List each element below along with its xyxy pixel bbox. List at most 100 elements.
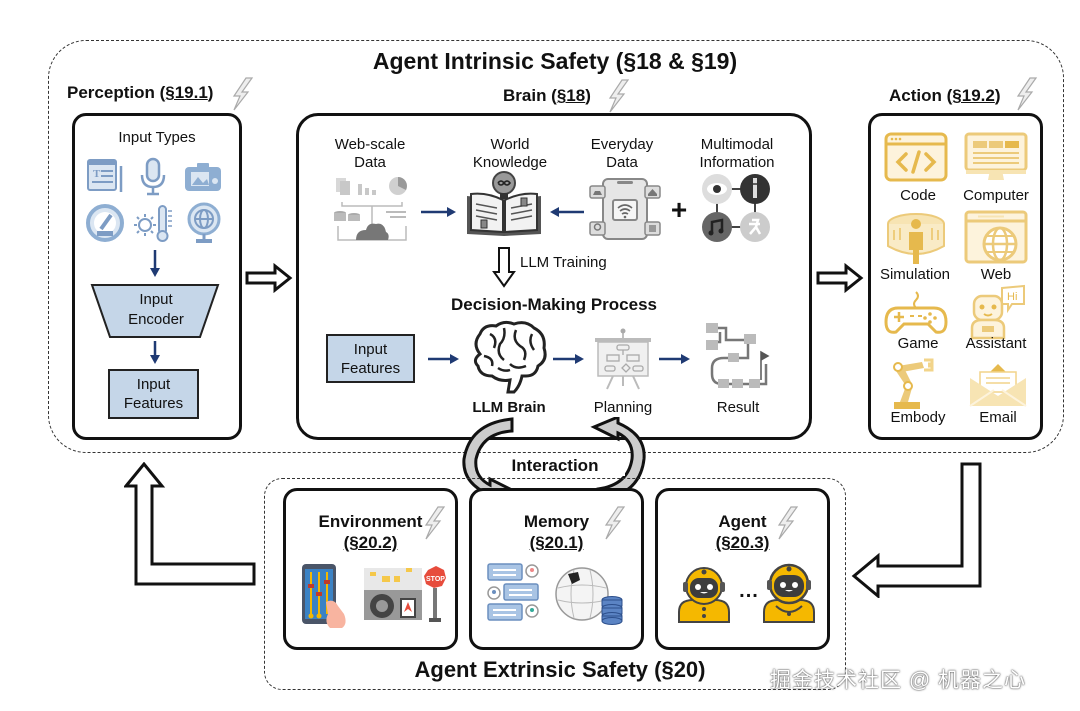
planning-label: Planning bbox=[593, 399, 653, 416]
action-title-text: Action ( bbox=[889, 86, 953, 105]
svg-text:Hi: Hi bbox=[1007, 291, 1017, 303]
extrinsic-safety-region bbox=[264, 478, 846, 690]
perception-section-link[interactable]: §19.1 bbox=[165, 83, 208, 102]
llm-brain-label: LLM Brain bbox=[472, 399, 546, 416]
agent-title-text: Agent bbox=[718, 512, 767, 531]
lightning-bolt-icon bbox=[1016, 77, 1038, 111]
web-scale-data-icon bbox=[334, 177, 407, 241]
gamepad-icon bbox=[884, 291, 948, 334]
input-encoder-label: Input Encoder bbox=[110, 290, 202, 330]
result-label: Result bbox=[716, 399, 760, 416]
interaction-label: Interaction bbox=[485, 456, 625, 476]
simulation-icon bbox=[887, 213, 945, 264]
web-icon bbox=[964, 210, 1028, 264]
mobile-controls-icon bbox=[302, 564, 346, 628]
brain-input-features-line1: Input bbox=[353, 340, 388, 358]
everyday-data-line2: Data bbox=[606, 154, 638, 171]
perception-input-features-line2: Features bbox=[123, 395, 184, 412]
world-knowledge-label: World Knowledge bbox=[450, 136, 570, 172]
action-item-assistant: Assistant bbox=[965, 335, 1027, 352]
intrinsic-safety-title: Agent Intrinsic Safety (§18 & §19) bbox=[372, 48, 738, 74]
perception-input-features-box: Input Features bbox=[108, 369, 199, 419]
input-encoder-shape bbox=[90, 284, 220, 338]
perception-title-end: ) bbox=[207, 83, 214, 102]
input-encoder-label-line1: Input bbox=[139, 291, 173, 308]
hollow-arrow-down-icon bbox=[492, 247, 516, 288]
input-encoder-label-line2: Encoder bbox=[128, 311, 184, 328]
everyday-data-line1: Everyday bbox=[590, 136, 654, 153]
email-icon bbox=[969, 364, 1027, 407]
radar-icon bbox=[187, 202, 221, 243]
hollow-arrow-right-icon bbox=[245, 263, 293, 293]
extrinsic-safety-title: Agent Extrinsic Safety (§20) bbox=[414, 657, 706, 682]
llm-training-label: LLM Training bbox=[520, 254, 607, 271]
assistant-icon: Hi bbox=[970, 284, 1025, 340]
perception-title-text: Perception ( bbox=[67, 83, 166, 102]
arrow-right-icon bbox=[553, 354, 584, 364]
book-lightbulb-icon bbox=[467, 171, 541, 236]
web-scale-data-label: Web-scale Data bbox=[318, 136, 422, 172]
web-scale-data-line1: Web-scale bbox=[334, 136, 406, 153]
memory-title-text: Memory bbox=[523, 512, 590, 531]
brain-input-features-line2: Features bbox=[340, 359, 401, 377]
computer-icon bbox=[964, 132, 1028, 180]
lightning-bolt-icon bbox=[424, 506, 446, 540]
document-icon: T bbox=[87, 159, 123, 192]
environment-title-text: Environment bbox=[318, 512, 423, 531]
environment-section-link[interactable]: (§20.2) bbox=[343, 533, 398, 552]
code-icon bbox=[884, 132, 948, 182]
multimodal-information-line2: Information bbox=[699, 154, 775, 171]
action-title-end: ) bbox=[994, 86, 1001, 105]
action-item-game: Game bbox=[897, 335, 939, 352]
intrinsic-safety-region bbox=[48, 40, 1064, 453]
agent-title: Agent (§20.3) bbox=[655, 511, 830, 553]
action-title: Action (§19.2) bbox=[889, 86, 1001, 106]
arrow-right-icon bbox=[421, 207, 456, 217]
decision-making-title: Decision-Making Process bbox=[451, 295, 657, 314]
watermark: 掘金技术社区 @ 机器之心 bbox=[770, 669, 1026, 692]
brain-title-end: ) bbox=[585, 86, 591, 105]
action-item-computer: Computer bbox=[963, 187, 1029, 204]
memory-section-link[interactable]: (§20.1) bbox=[529, 533, 584, 552]
memory-title: Memory (§20.1) bbox=[469, 511, 644, 553]
agent-ellipsis: ... bbox=[739, 580, 759, 602]
input-types-label: Input Types bbox=[118, 129, 196, 146]
arrow-right-icon bbox=[428, 354, 459, 364]
hollow-arrow-down-left-icon bbox=[851, 462, 982, 598]
hollow-arrow-up-left-icon bbox=[124, 462, 256, 586]
multimodal-information-label: Multimodal Information bbox=[684, 136, 790, 172]
smart-device-icon bbox=[589, 178, 661, 240]
svg-text:T: T bbox=[93, 168, 101, 180]
wikipedia-database-icon bbox=[555, 567, 623, 625]
car-dashboard-icon: STOP bbox=[364, 566, 446, 622]
lightning-bolt-icon bbox=[232, 77, 254, 111]
result-path-icon bbox=[706, 323, 770, 388]
world-knowledge-line2: Knowledge bbox=[472, 154, 548, 171]
action-section-link[interactable]: §19.2 bbox=[952, 86, 995, 105]
arrow-down-icon bbox=[150, 250, 160, 277]
hollow-arrow-right-icon bbox=[816, 263, 864, 293]
planning-board-icon bbox=[595, 328, 651, 390]
perception-title: Perception (§19.1) bbox=[67, 83, 213, 103]
brain-icon bbox=[473, 320, 547, 394]
environment-title: Environment (§20.2) bbox=[283, 511, 458, 553]
arrow-left-icon bbox=[550, 207, 584, 217]
lightning-bolt-icon bbox=[777, 506, 799, 540]
plus-sign: + bbox=[670, 194, 688, 225]
action-item-code: Code bbox=[900, 187, 936, 204]
action-item-web: Web bbox=[980, 266, 1012, 283]
thermometer-icon bbox=[134, 205, 172, 242]
arrow-down-icon bbox=[150, 341, 160, 364]
everyday-data-label: Everyday Data bbox=[572, 136, 672, 172]
action-item-email: Email bbox=[979, 409, 1017, 426]
lightning-bolt-icon bbox=[608, 79, 630, 113]
action-item-embody: Embody bbox=[890, 409, 946, 426]
robot-agent-icon bbox=[763, 563, 815, 623]
robot-agent-icon bbox=[678, 567, 730, 623]
brain-section-link[interactable]: §18 bbox=[556, 86, 586, 105]
chat-messages-icon bbox=[487, 563, 539, 621]
brain-title-text: Brain ( bbox=[503, 86, 557, 105]
agent-section-link[interactable]: (§20.3) bbox=[715, 533, 770, 552]
arrow-right-icon bbox=[659, 354, 690, 364]
gauge-icon bbox=[86, 204, 124, 242]
